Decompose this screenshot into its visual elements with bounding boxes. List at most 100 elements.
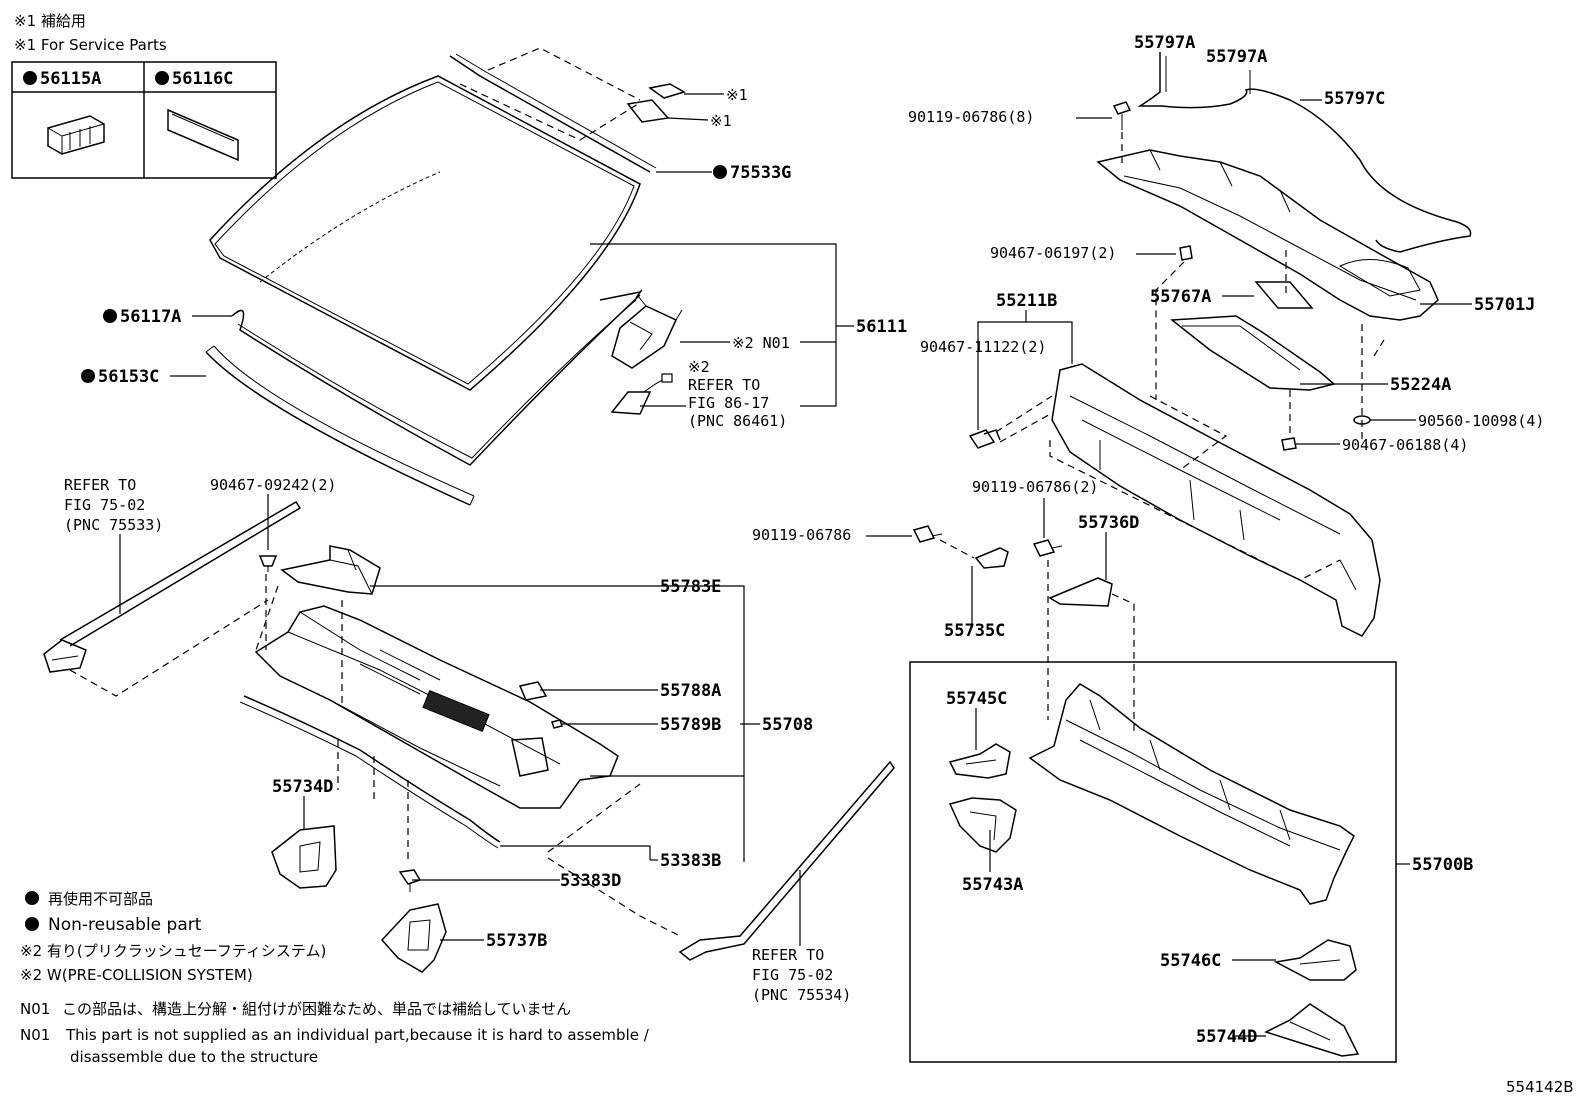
part-label-55767A[interactable]: 55767A [1150, 287, 1211, 307]
pad-56116C-drawing [167, 108, 239, 162]
clip-90467-06197-drawing [1179, 245, 1193, 261]
part-label-90560-10098[interactable]: 90560-10098(4) [1418, 412, 1544, 430]
service-mark-1a: ※1 [726, 86, 748, 104]
note-service-parts-en: ※1 For Service Parts [14, 36, 167, 54]
bracket-N01-drawing [611, 295, 683, 369]
side-seal-drawing [43, 500, 302, 673]
bracket-55745C-drawing [948, 743, 1011, 779]
part-label-N01[interactable]: ※2 N01 [732, 334, 790, 352]
part-label-55746C[interactable]: 55746C [1160, 951, 1221, 971]
clip-90467-11122-drawing [968, 429, 1001, 449]
part-label-90119-06786-2[interactable]: 90119-06786(2) [972, 478, 1098, 496]
bolt-90119-06786-drawing [912, 525, 943, 543]
ref-fig86-line1: ※2 [688, 358, 710, 376]
clip-53383D-drawing [398, 869, 422, 892]
molding-75533G-drawing [449, 47, 657, 173]
cowl-panel-55701J-drawing [1096, 149, 1439, 321]
non-reusable-dot-icon [81, 369, 95, 383]
part-label-90467-06197[interactable]: 90467-06197(2) [990, 244, 1116, 262]
part-label-55708[interactable]: 55708 [762, 715, 813, 735]
cowl-louver-55708-drawing [254, 545, 619, 809]
part-label-55783E[interactable]: 55783E [660, 577, 721, 597]
part-label-55735C[interactable]: 55735C [944, 621, 1005, 641]
seal-55797-drawing [1137, 52, 1472, 253]
part-55789B-drawing [551, 719, 563, 729]
ref-fig7502b-line3: (PNC 75534) [752, 986, 851, 1004]
part-label-55700B[interactable]: 55700B [1412, 855, 1473, 875]
part-label-56115A[interactable]: 56115A [40, 69, 101, 89]
clip-56115A-drawing [47, 115, 105, 155]
part-label-55789B[interactable]: 55789B [660, 715, 721, 735]
non-reusable-dot-icon [25, 891, 39, 905]
pad-55767A-drawing [1254, 281, 1314, 309]
subassembly-box [909, 661, 1397, 1063]
part-label-75533G[interactable]: 75533G [730, 163, 791, 183]
part-label-55211B[interactable]: 55211B [996, 291, 1057, 311]
bracket-55737B-drawing [380, 903, 447, 973]
ref-fig7502a-line1: REFER TO [64, 476, 136, 494]
part-label-56116C[interactable]: 56116C [172, 69, 233, 89]
part-label-56153C[interactable]: 56153C [98, 367, 159, 387]
part-label-55745C[interactable]: 55745C [946, 689, 1007, 709]
service-parts-box: 56115A 56116C [11, 61, 277, 179]
part-label-55701J[interactable]: 55701J [1474, 295, 1535, 315]
part-label-56111[interactable]: 56111 [856, 317, 907, 337]
part-label-55797A-1[interactable]: 55797A [1134, 33, 1195, 53]
bracket-55746C-drawing [1273, 939, 1357, 981]
legend-n01-en-line2: disassemble due to the structure [70, 1048, 318, 1066]
part-label-53383B[interactable]: 53383B [660, 851, 721, 871]
part-label-55737B[interactable]: 55737B [486, 931, 547, 951]
part-label-90467-09242[interactable]: 90467-09242(2) [210, 476, 336, 494]
part-label-55743A[interactable]: 55743A [962, 875, 1023, 895]
part-label-56117A[interactable]: 56117A [120, 307, 181, 327]
molding-56153C-drawing [205, 345, 475, 506]
bracket-55736D-drawing [1048, 577, 1113, 607]
non-reusable-dot-icon [155, 71, 169, 85]
part-label-55744D[interactable]: 55744D [1196, 1027, 1257, 1047]
part-label-55734D[interactable]: 55734D [272, 777, 333, 797]
seal-strip-drawing [239, 695, 501, 849]
ref-fig86-line4: (PNC 86461) [688, 412, 787, 430]
panel-55211B-drawing [1051, 363, 1381, 637]
cowl-panel-55700B-drawing [1028, 683, 1355, 905]
legend-w2-jp: ※2 有り(プリクラッシュセーフティシステム) [20, 942, 326, 960]
ref-fig7502a-line3: (PNC 75533) [64, 516, 163, 534]
legend-n01-en-key: N01 [20, 1026, 50, 1044]
part-label-55224A[interactable]: 55224A [1390, 375, 1451, 395]
bracket-55735C-drawing [974, 547, 1009, 569]
part-label-55797C[interactable]: 55797C [1324, 89, 1385, 109]
part-label-55736D[interactable]: 55736D [1078, 513, 1139, 533]
windshield-glass-drawing [209, 75, 641, 466]
non-reusable-dot-icon [25, 917, 39, 931]
ref-fig7502b-line2: FIG 75-02 [752, 966, 833, 984]
side-seal-right-drawing [678, 760, 895, 961]
legend-n01-en-line1: This part is not supplied as an individu… [65, 1026, 650, 1044]
non-reusable-dot-icon [713, 165, 727, 179]
non-reusable-dot-icon [23, 71, 37, 85]
legend-non-reusable-en: Non-reusable part [48, 915, 202, 935]
ref-fig86-line2: REFER TO [688, 376, 760, 394]
bracket-55743A-drawing [948, 797, 1017, 853]
bracket-55744D-drawing [1264, 1003, 1360, 1057]
legend-n01-jp: この部品は、構造上分解・組付けが困難なため、単品では補給していません [62, 1000, 571, 1018]
part-label-90467-06188[interactable]: 90467-06188(4) [1342, 436, 1468, 454]
bracket-55734D-drawing [271, 825, 337, 889]
ref-fig86-line3: FIG 86-17 [688, 394, 769, 412]
part-55788A-drawing [518, 681, 548, 701]
legend-non-reusable-jp: 再使用不可部品 [48, 890, 153, 908]
part-label-55797A-2[interactable]: 55797A [1206, 47, 1267, 67]
part-label-90119-06786-8[interactable]: 90119-06786(8) [908, 108, 1034, 126]
clip-90467-06188-drawing [1281, 437, 1297, 451]
part-label-90467-11122[interactable]: 90467-11122(2) [920, 338, 1046, 356]
diagram-id: 554142B [1506, 1078, 1574, 1096]
legend-w2-en: ※2 W(PRE-COLLISION SYSTEM) [20, 966, 253, 984]
part-label-55788A[interactable]: 55788A [660, 681, 721, 701]
ref-fig7502b-line1: REFER TO [752, 946, 824, 964]
part-label-90119-06786[interactable]: 90119-06786 [752, 526, 851, 544]
part-label-53383D[interactable]: 53383D [560, 871, 621, 891]
panel-55224A-drawing [1169, 315, 1336, 391]
sensor-harness-drawing [610, 373, 673, 415]
ref-fig7502a-line2: FIG 75-02 [64, 496, 145, 514]
legend-n01-jp-key: N01 [20, 1000, 50, 1018]
